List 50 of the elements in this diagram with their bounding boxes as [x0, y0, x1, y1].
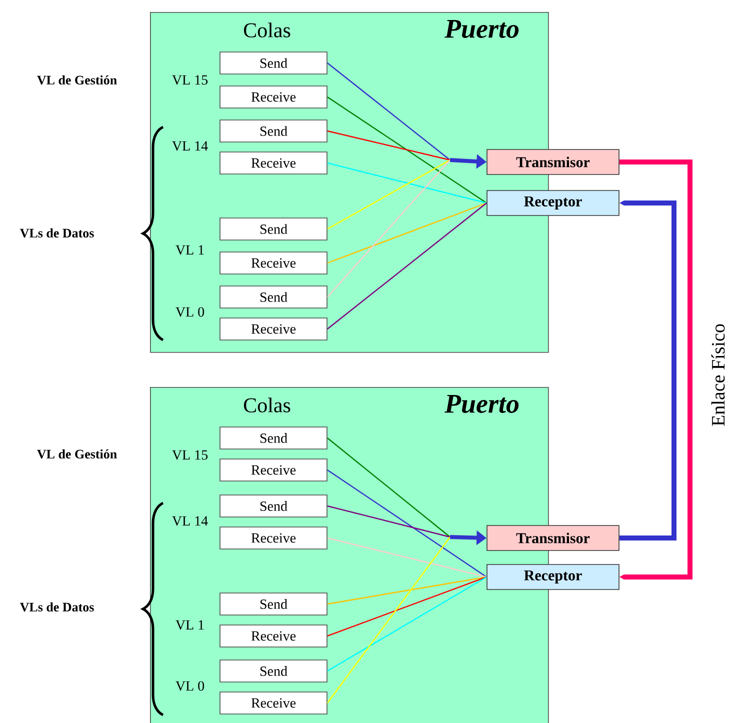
link-arrow — [619, 160, 692, 580]
connector-line — [327, 576, 487, 605]
receiver-box: Receptor — [486, 564, 620, 590]
lane-label: VL 15 — [172, 450, 208, 460]
queue-box: Send — [220, 218, 328, 240]
transmitter-box: Transmisor — [486, 525, 620, 551]
queue-box: Send — [220, 52, 328, 74]
queue-box: Send — [220, 426, 328, 450]
connector-line — [327, 202, 487, 330]
queue-box: Receive — [220, 86, 328, 108]
queue-box: Receive — [220, 152, 328, 174]
connector-line — [327, 470, 487, 578]
group-label: VLs de Datos — [20, 602, 94, 612]
connector-line — [327, 438, 450, 538]
lane-label: VL 1 — [176, 245, 204, 255]
lane-label: VL 15 — [172, 75, 208, 85]
lane-label: VL 14 — [172, 516, 208, 526]
queue-box: Send — [220, 592, 328, 616]
queue-box: Receive — [220, 458, 328, 482]
queue-box: Send — [220, 120, 328, 142]
group-label: VL de Gestión — [37, 449, 117, 459]
connector-line — [327, 576, 487, 672]
lane-label: VL 0 — [176, 681, 204, 691]
queue-box: Receive — [220, 318, 328, 340]
lane-label: VL 14 — [172, 141, 208, 151]
connector-line — [327, 537, 487, 578]
connector-line — [327, 576, 487, 637]
link-label: Enlace Físico — [711, 324, 725, 426]
queue-box: Receive — [220, 624, 328, 648]
queue-box: Send — [220, 494, 328, 518]
connector-line — [327, 202, 487, 264]
queue-box: Receive — [220, 692, 328, 714]
lane-label: VL 1 — [176, 620, 204, 630]
queue-box: Receive — [220, 252, 328, 274]
connector-line — [326, 160, 450, 298]
connector-line — [326, 536, 450, 704]
connector-line — [327, 162, 487, 204]
connector-line — [327, 62, 450, 160]
connector-line — [327, 505, 450, 538]
group-label: VL de Gestión — [37, 75, 117, 85]
queue-box: Send — [220, 286, 328, 308]
queue-box: Receive — [220, 526, 328, 550]
connector-line — [327, 159, 450, 230]
group-label: VLs de Datos — [20, 228, 94, 238]
connector-line — [327, 130, 450, 161]
queue-box: Send — [220, 660, 328, 682]
connector-line — [327, 96, 487, 204]
receiver-box: Receptor — [486, 190, 620, 216]
lane-label: VL 0 — [176, 307, 204, 317]
transmitter-box: Transmisor — [486, 149, 620, 175]
